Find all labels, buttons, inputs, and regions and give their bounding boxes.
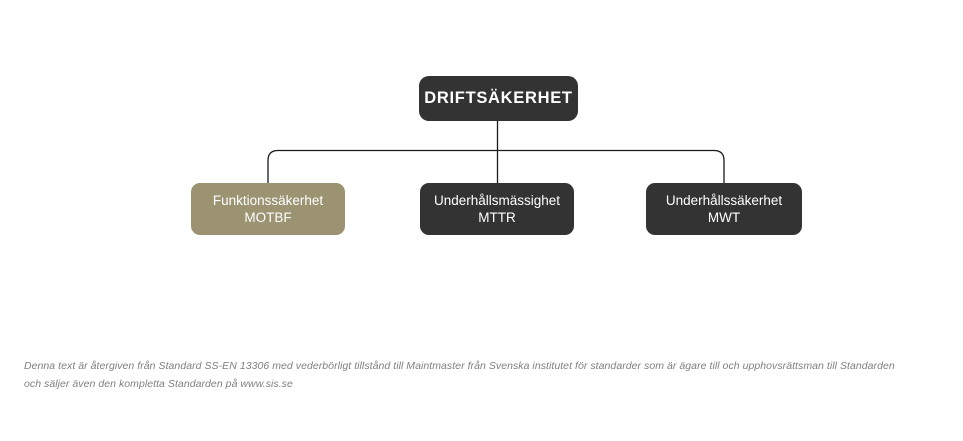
node-driftsakerhet[interactable]: DRIFTSÄKERHET [419,76,578,121]
node-underhallssakerhet-label: Underhållssäkerhet [665,192,783,208]
footer-attribution-note: Denna text är återgiven från Standard SS… [24,357,939,393]
node-funktionssakerhet-label: Funktionssäkerhet [212,192,324,208]
node-underhallsmassighet[interactable]: Underhållsmässighet MTTR [420,183,574,235]
node-funktionssakerhet-abbr: MOTBF [244,210,292,225]
node-funktionssakerhet[interactable]: Funktionssäkerhet MOTBF [191,183,345,235]
node-underhallssakerhet[interactable]: Underhållssäkerhet MWT [646,183,802,235]
node-underhallssakerhet-abbr: MWT [707,210,741,225]
footer-note-line-2: och säljer även den kompletta Standarden… [24,378,293,391]
connector-root-to-left [267,149,498,183]
node-underhallsmassighet-abbr: MTTR [478,210,516,225]
node-driftsakerhet-label: DRIFTSÄKERHET [424,88,573,107]
connector-root-to-right [497,149,725,183]
node-underhallsmassighet-label: Underhållsmässighet [433,192,561,208]
footer-note-line-1: Denna text är återgiven från Standard SS… [24,360,895,372]
